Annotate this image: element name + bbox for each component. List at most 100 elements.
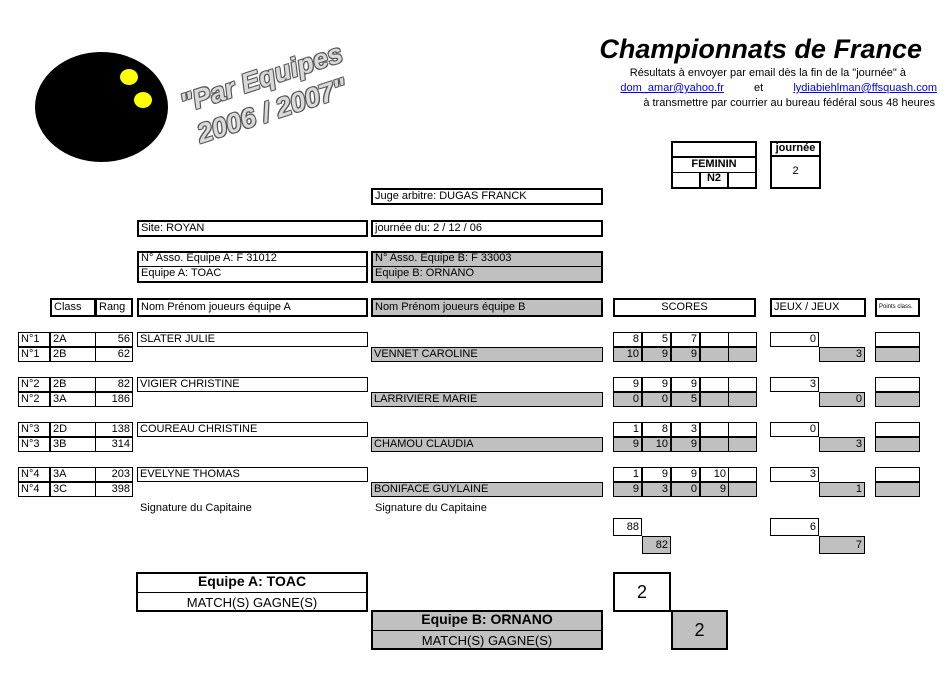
journee-date-field[interactable]: journée du: 2 / 12 / 06 [371, 220, 603, 237]
score-cell[interactable]: 7 [671, 332, 700, 347]
player-name-a[interactable]: EVELYNE THOMAS [137, 467, 368, 482]
score-cell[interactable]: 8 [642, 422, 671, 437]
email-link-1[interactable]: dom_amar@yahoo.fr [620, 82, 724, 94]
team-b-name: Equipe B: ORNANO [375, 267, 475, 279]
score-cell[interactable] [700, 437, 729, 452]
score-cell[interactable]: 9 [671, 377, 700, 392]
score-cell[interactable]: 9 [613, 482, 642, 497]
player-class[interactable]: 3A [50, 467, 96, 482]
player-rang[interactable]: 398 [95, 482, 133, 497]
score-cell[interactable] [700, 422, 729, 437]
instructions-line-3: à transmettre par courrier au bureau féd… [643, 97, 935, 109]
player-class[interactable]: 3A [50, 392, 96, 407]
score-cell[interactable]: 9 [642, 467, 671, 482]
player-rang[interactable]: 56 [95, 332, 133, 347]
jeux-a[interactable]: 0 [770, 422, 819, 437]
points-class-b[interactable] [875, 392, 920, 407]
score-cell[interactable]: 9 [613, 437, 642, 452]
player-name-b[interactable]: BONIFACE GUYLAINE [371, 482, 603, 497]
score-cell[interactable]: 8 [613, 332, 642, 347]
player-class[interactable]: 3B [50, 437, 96, 452]
score-cell[interactable]: 0 [642, 392, 671, 407]
score-cell[interactable] [728, 377, 757, 392]
score-cell[interactable] [700, 347, 729, 362]
score-cell[interactable] [700, 392, 729, 407]
score-cell[interactable] [700, 377, 729, 392]
player-rang[interactable]: 82 [95, 377, 133, 392]
score-cell[interactable]: 10 [642, 437, 671, 452]
jeux-a[interactable]: 3 [770, 467, 819, 482]
player-rang[interactable]: 186 [95, 392, 133, 407]
player-name-b[interactable]: CHAMOU CLAUDIA [371, 437, 603, 452]
col-header-joueurs-b: Nom Prénom joueurs équipe B [371, 298, 603, 317]
points-class-a[interactable] [875, 332, 920, 347]
score-cell[interactable]: 9 [671, 437, 700, 452]
jeux-a[interactable]: 3 [770, 377, 819, 392]
score-cell[interactable]: 3 [642, 482, 671, 497]
score-cell[interactable]: 0 [671, 482, 700, 497]
score-cell[interactable]: 1 [613, 422, 642, 437]
score-cell[interactable]: 9 [671, 467, 700, 482]
journee-value: 2 [792, 165, 799, 177]
player-name-a[interactable]: COUREAU CHRISTINE [137, 422, 368, 437]
jeux-a[interactable]: 0 [770, 332, 819, 347]
points-class-b[interactable] [875, 347, 920, 362]
site-field[interactable]: Site: ROYAN [137, 220, 368, 237]
player-class[interactable]: 2A [50, 332, 96, 347]
player-name-b[interactable]: LARRIVIERE MARIE [371, 392, 603, 407]
points-class-a[interactable] [875, 422, 920, 437]
juge-arbitre-field[interactable]: Juge arbitre: DUGAS FRANCK [371, 188, 603, 205]
result-team-b-sub: MATCH(S) GAGNE(S) [421, 633, 553, 648]
email-link-2[interactable]: lydiabiehlman@ffsquash.com [793, 82, 937, 94]
score-cell[interactable] [728, 422, 757, 437]
score-cell[interactable]: 1 [613, 467, 642, 482]
score-cell[interactable] [728, 392, 757, 407]
result-team-a-name: Equipe A: TOAC [197, 573, 307, 589]
player-rang[interactable]: 314 [95, 437, 133, 452]
category-division: N2 [699, 172, 729, 189]
match-number: N°3 [18, 437, 50, 452]
player-rang[interactable]: 138 [95, 422, 133, 437]
points-class-b[interactable] [875, 437, 920, 452]
score-cell[interactable] [728, 437, 757, 452]
score-cell[interactable]: 3 [671, 422, 700, 437]
player-rang[interactable]: 203 [95, 467, 133, 482]
score-cell[interactable]: 10 [613, 347, 642, 362]
player-name-b[interactable]: VENNET CAROLINE [371, 347, 603, 362]
score-cell[interactable] [728, 347, 757, 362]
signature-b: Signature du Capitaine [375, 502, 487, 514]
score-cell[interactable]: 9 [642, 347, 671, 362]
match-number: N°3 [18, 422, 50, 437]
player-class[interactable]: 2D [50, 422, 96, 437]
result-team-a-sub: MATCH(S) GAGNE(S) [186, 595, 318, 610]
score-cell[interactable]: 10 [700, 467, 729, 482]
score-cell[interactable] [700, 332, 729, 347]
player-name-a[interactable]: SLATER JULIE [137, 332, 368, 347]
score-cell[interactable] [728, 482, 757, 497]
category-mid-line [671, 172, 757, 173]
score-cell[interactable]: 5 [642, 332, 671, 347]
score-cell[interactable] [728, 332, 757, 347]
jeux-b[interactable]: 1 [819, 482, 865, 497]
points-class-a[interactable] [875, 467, 920, 482]
jeux-b[interactable]: 3 [819, 437, 865, 452]
score-cell[interactable]: 9 [700, 482, 729, 497]
score-cell[interactable]: 9 [671, 347, 700, 362]
score-cell[interactable] [728, 467, 757, 482]
points-class-b[interactable] [875, 482, 920, 497]
player-rang[interactable]: 62 [95, 347, 133, 362]
player-class[interactable]: 2B [50, 377, 96, 392]
player-class[interactable]: 2B [50, 347, 96, 362]
jeux-b[interactable]: 3 [819, 347, 865, 362]
jeux-b[interactable]: 0 [819, 392, 865, 407]
player-class[interactable]: 3C [50, 482, 96, 497]
match-number: N°1 [18, 347, 50, 362]
ball-dot-bottom [134, 92, 152, 108]
score-cell[interactable]: 5 [671, 392, 700, 407]
score-cell[interactable]: 0 [613, 392, 642, 407]
score-cell[interactable]: 9 [613, 377, 642, 392]
total-jeux-a: 6 [770, 518, 819, 536]
player-name-a[interactable]: VIGIER CHRISTINE [137, 377, 368, 392]
points-class-a[interactable] [875, 377, 920, 392]
score-cell[interactable]: 9 [642, 377, 671, 392]
